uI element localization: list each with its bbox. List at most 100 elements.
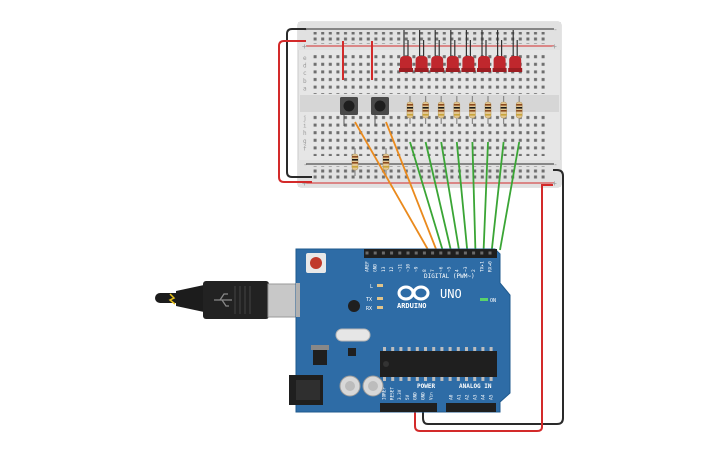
pushbutton-2[interactable] xyxy=(371,97,389,126)
led-rim xyxy=(461,68,476,72)
digital-header xyxy=(364,249,497,258)
analog-pin-label: A0 xyxy=(449,394,455,400)
icsp-chip-small xyxy=(348,300,360,312)
digital-pin-label: ~5 xyxy=(447,266,453,272)
led-6[interactable] xyxy=(477,30,491,72)
arduino-brand: ARDUINO xyxy=(397,302,427,310)
wire-led-1 xyxy=(409,141,444,251)
reset-button-cap xyxy=(310,257,322,269)
row-letter-d: d xyxy=(303,63,307,70)
digital-pin-holes xyxy=(365,251,492,255)
power-pin-label: IOREF xyxy=(382,387,388,400)
button-resistor-2[interactable] xyxy=(382,148,390,176)
led-rim xyxy=(477,68,491,72)
led-resistor-5[interactable] xyxy=(469,96,476,124)
arduino-logo-icon xyxy=(397,285,430,301)
regulator-tab xyxy=(311,345,329,350)
led-8[interactable] xyxy=(508,30,523,72)
led-resistor-7[interactable] xyxy=(500,96,507,124)
digital-pin-hole xyxy=(488,251,492,255)
digital-pin-hole xyxy=(439,251,443,255)
arduino-model: UNO xyxy=(440,287,462,301)
digital-pin-hole xyxy=(406,251,410,255)
chip-pin xyxy=(465,347,468,351)
chip-pin xyxy=(465,377,468,381)
digital-pin-label: 2 xyxy=(471,269,477,272)
right-power-wires xyxy=(414,169,564,432)
led-resistor-2[interactable] xyxy=(422,96,429,124)
row-letter-g: g xyxy=(303,138,307,145)
led-resistor-8[interactable] xyxy=(515,96,523,124)
button-resistor-1[interactable] xyxy=(351,148,359,176)
led-1[interactable] xyxy=(399,30,413,72)
led-rim xyxy=(508,68,523,72)
button-power-jumpers xyxy=(342,41,373,80)
led-resistor-6[interactable] xyxy=(484,96,492,124)
rx-led xyxy=(377,306,383,309)
analog-label: ANALOG IN xyxy=(459,383,492,390)
digital-pin-label: 12 xyxy=(389,266,395,272)
rx-led-label: RX xyxy=(366,306,372,312)
digital-pin-label: 13 xyxy=(381,266,387,272)
led-4[interactable] xyxy=(445,30,460,72)
on-led-label: ON xyxy=(490,298,496,304)
wire-led-6 xyxy=(482,141,489,251)
analog-pin-label: A5 xyxy=(489,394,495,400)
chip-pin xyxy=(415,347,419,351)
chip-pin xyxy=(456,377,460,381)
digital-pin-label: RX◂0 xyxy=(488,261,494,272)
power-pin-label: Vin xyxy=(428,392,434,400)
wire-led-5 xyxy=(471,141,477,251)
l-led xyxy=(377,284,383,287)
digital-pin-label: TX▸1 xyxy=(479,261,485,272)
led-7[interactable] xyxy=(492,30,507,72)
digital-pin-hole xyxy=(373,251,377,255)
chip-pin xyxy=(456,347,460,351)
digital-pin-label: 8 xyxy=(422,269,428,272)
row-letter-e: e xyxy=(303,55,307,62)
signal-wires xyxy=(354,121,521,251)
digital-pin-label: AREF xyxy=(365,261,371,272)
usb-flash-icon xyxy=(168,293,176,305)
led-3[interactable] xyxy=(430,30,445,72)
chip-pin xyxy=(448,347,452,351)
usb-jack xyxy=(296,283,300,317)
led-5[interactable] xyxy=(461,30,476,72)
led-resistor-1[interactable] xyxy=(406,96,414,124)
led-resistor-4[interactable] xyxy=(453,96,461,124)
wire-right-power xyxy=(414,184,553,432)
led-2[interactable] xyxy=(414,30,429,72)
usb-cable xyxy=(155,281,313,319)
row-letter-c: c xyxy=(303,70,307,77)
row-letter-i: i xyxy=(303,123,307,130)
resistor-group xyxy=(351,96,523,176)
rail-minus-left-bottom: - xyxy=(303,160,308,169)
power-pin-label: RESET xyxy=(389,387,395,400)
atmega-chip xyxy=(380,351,497,377)
on-led xyxy=(480,298,488,301)
tx-led xyxy=(377,297,383,300)
usb-symbol-icon xyxy=(214,293,232,307)
digital-pin-label: GND xyxy=(373,264,379,272)
pushbutton-cap xyxy=(374,100,386,112)
atmega-pins xyxy=(383,347,493,381)
wire-led-8 xyxy=(499,141,521,251)
pushbuttons xyxy=(340,97,389,126)
analog-pin-label: A2 xyxy=(465,394,471,400)
wire-led-3 xyxy=(440,141,460,251)
digital-pin-hole xyxy=(381,251,385,255)
chip-pin xyxy=(440,347,444,351)
led-resistor-3[interactable] xyxy=(437,96,445,124)
pushbutton-cap xyxy=(343,100,355,112)
capacitor-1-top xyxy=(345,381,355,391)
power-pin-label: GND xyxy=(421,392,427,400)
digital-pin-label: ~11 xyxy=(397,264,403,272)
usb-plug-body xyxy=(203,281,269,319)
digital-pin-hole xyxy=(455,251,459,255)
pushbutton-1[interactable] xyxy=(340,97,358,126)
wire-left-ground xyxy=(286,28,312,178)
